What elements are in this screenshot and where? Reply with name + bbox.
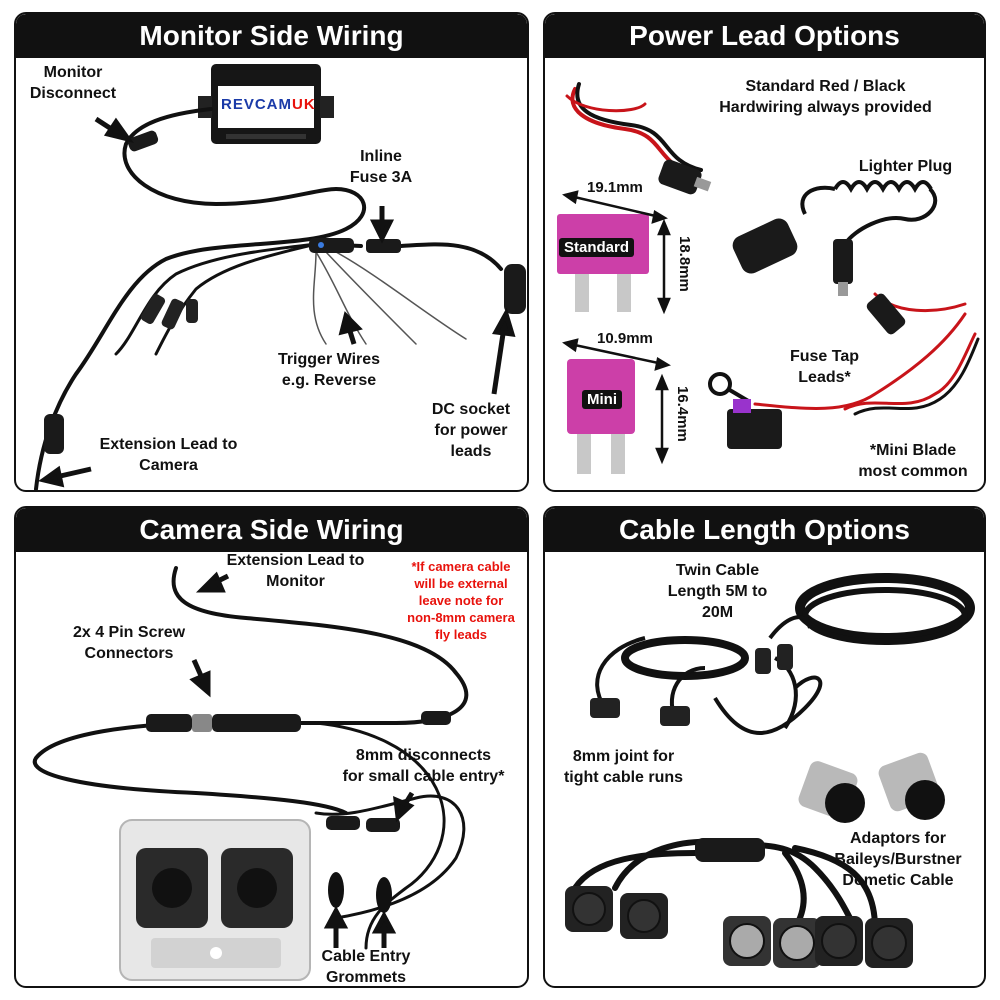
adaptors-label: Adaptors for Baileys/Burstner Dometic Ca…	[834, 830, 962, 889]
trigger-wires-label: Trigger Wires e.g. Reverse	[277, 351, 381, 389]
fuse-tap-label: Fuse Tap Leads*	[789, 348, 860, 386]
external-cable-note: *If camera cable will be external leave …	[407, 559, 515, 642]
power-lead-options-panel: Power Lead Options	[543, 12, 986, 492]
standard-fuse	[557, 214, 649, 312]
fuse-tap-leads	[753, 292, 980, 416]
y-splitter-body	[695, 838, 765, 862]
mini-blade-note: *Mini Blade most common	[858, 442, 968, 480]
cable-length-illustration	[565, 573, 975, 968]
extension-lead-label: Extension Lead to Camera	[99, 436, 238, 474]
standard-lead-label: Standard Red / Black Hardwiring always p…	[719, 78, 932, 116]
inline-fuse-holder	[366, 239, 401, 253]
4-pin-plugs	[565, 886, 913, 968]
screw-connectors-label: 2x 4 Pin Screw Connectors	[72, 624, 186, 662]
monitor-arrows	[38, 116, 516, 488]
8mm-joint-connector	[590, 698, 620, 718]
power-lead-options-title: Power Lead Options	[545, 14, 984, 58]
lighter-plug-label: Lighter Plug	[858, 158, 953, 175]
fuse-tap-holder	[727, 409, 782, 449]
extension-lead-connector	[44, 414, 64, 454]
camera-side-wiring-title: Camera Side Wiring	[16, 508, 527, 552]
standard-fuse-label: Standard	[559, 238, 635, 257]
8mm-disconnects-label: 8mm disconnects for small cable entry*	[342, 747, 505, 785]
dc-barrel-plug	[833, 239, 853, 284]
twin-reversing-camera	[119, 819, 311, 981]
standard-red-black-lead	[565, 82, 703, 176]
inline-box	[309, 238, 354, 253]
cable-entry-grommet	[328, 872, 344, 908]
mini-fuse	[567, 359, 635, 474]
8mm-joint-label: 8mm joint for tight cable runs	[563, 748, 684, 786]
monitor-disconnect-label: Monitor Disconnect	[29, 64, 117, 102]
screw-connectors	[146, 711, 451, 732]
camera-side-wiring-panel: Camera Side Wiring	[14, 506, 529, 988]
monitor-disconnect-connector	[127, 130, 159, 152]
monitor-side-wiring-panel: Monitor Side Wiring	[14, 12, 529, 492]
mini-fuse-label: Mini	[582, 390, 622, 409]
bnc-connector	[140, 293, 166, 325]
mini-fuse-width: 10.9mm	[597, 330, 653, 347]
ring-terminal	[708, 372, 732, 396]
monitor-device	[198, 64, 334, 144]
twin-cable-coil	[595, 573, 975, 735]
mini-fuse-height: 16.4mm	[674, 386, 691, 442]
cable-entry-grommets-label: Cable Entry Grommets	[321, 948, 411, 986]
twin-cable-label: Twin Cable Length 5M to 20M	[667, 562, 768, 621]
lighter-plug-cable	[800, 180, 938, 246]
standard-fuse-height: 18.8mm	[676, 236, 693, 292]
extension-lead-to-monitor-label: Extension Lead to Monitor	[226, 552, 365, 590]
fuse-dimension-arrows	[562, 190, 671, 465]
camera-wiring-illustration	[32, 566, 469, 981]
monitor-wiring-illustration	[34, 64, 526, 490]
8mm-disconnect	[326, 816, 360, 830]
monitor-side-wiring-title: Monitor Side Wiring	[16, 14, 527, 58]
dc-socket-label: DC socket for power leads	[431, 401, 511, 460]
cable-length-options-panel: Cable Length Options	[543, 506, 986, 988]
revcamuk-logo: REVCAMUK	[221, 96, 316, 113]
lighter-plug	[732, 218, 798, 274]
camera-arrows	[189, 571, 415, 948]
standard-fuse-width: 19.1mm	[587, 179, 643, 196]
dc-socket	[504, 264, 526, 314]
inline-fuse-label: Inline Fuse 3A	[349, 148, 413, 186]
cable-length-options-title: Cable Length Options	[545, 508, 984, 552]
baileys-adaptors	[798, 752, 945, 823]
